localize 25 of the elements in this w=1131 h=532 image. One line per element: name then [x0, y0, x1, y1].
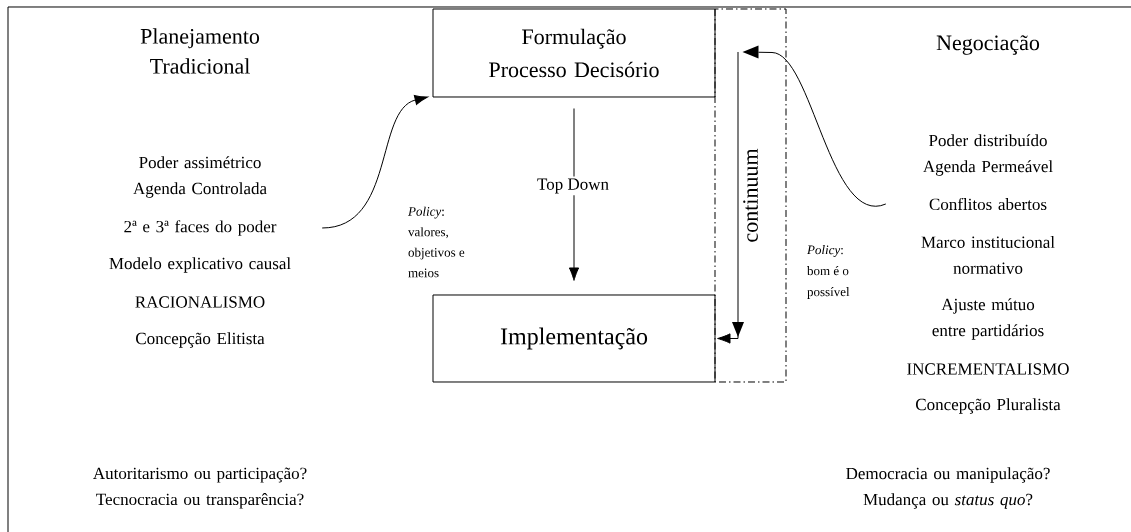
- heading: Negociação: [936, 35, 1040, 55]
- text-label: Marco institucional normativo: [921, 236, 1055, 274]
- question-text: Autoritarismo ou participação? Tecnocracia ou transparência?: [93, 467, 307, 509]
- process-box: Implementação: [432, 294, 716, 383]
- text-label: RACIONALISMO: [135, 296, 265, 308]
- text-label: Concepção Pluralista: [916, 398, 1061, 414]
- text-label: INCREMENTALISMO: [907, 363, 1069, 375]
- arrow: [568, 108, 580, 281]
- text-label: Poder distribuído Agenda Permeável: [923, 134, 1053, 176]
- text-label: Conflitos abertos: [929, 197, 1047, 211]
- continuum-band: continuum: [714, 8, 787, 383]
- note: Policy: bom é o possível: [806, 245, 850, 299]
- process-box: Formulação Processo Decisório: [432, 8, 716, 98]
- text-label: Ajuste mútuo entre partidários: [932, 298, 1044, 340]
- question-text: Democracia ou manipulação? Mudança ou status quo?: [846, 467, 1050, 509]
- arrow: [321, 95, 428, 229]
- edge-label: Top Down: [535, 176, 611, 196]
- note: Policy: valores, objetivos e meios: [407, 206, 465, 278]
- text-label: Modelo explicativo causal: [109, 257, 291, 273]
- arrow: [717, 51, 744, 344]
- text-label: Poder assimétrico Agenda Controlada: [133, 156, 267, 198]
- text-label: 2ª e 3ª faces do poder: [124, 220, 277, 236]
- arrow: [742, 45, 887, 207]
- heading: Planejamento Tradicional: [140, 28, 260, 74]
- text-label: Concepção Elitista: [136, 332, 265, 348]
